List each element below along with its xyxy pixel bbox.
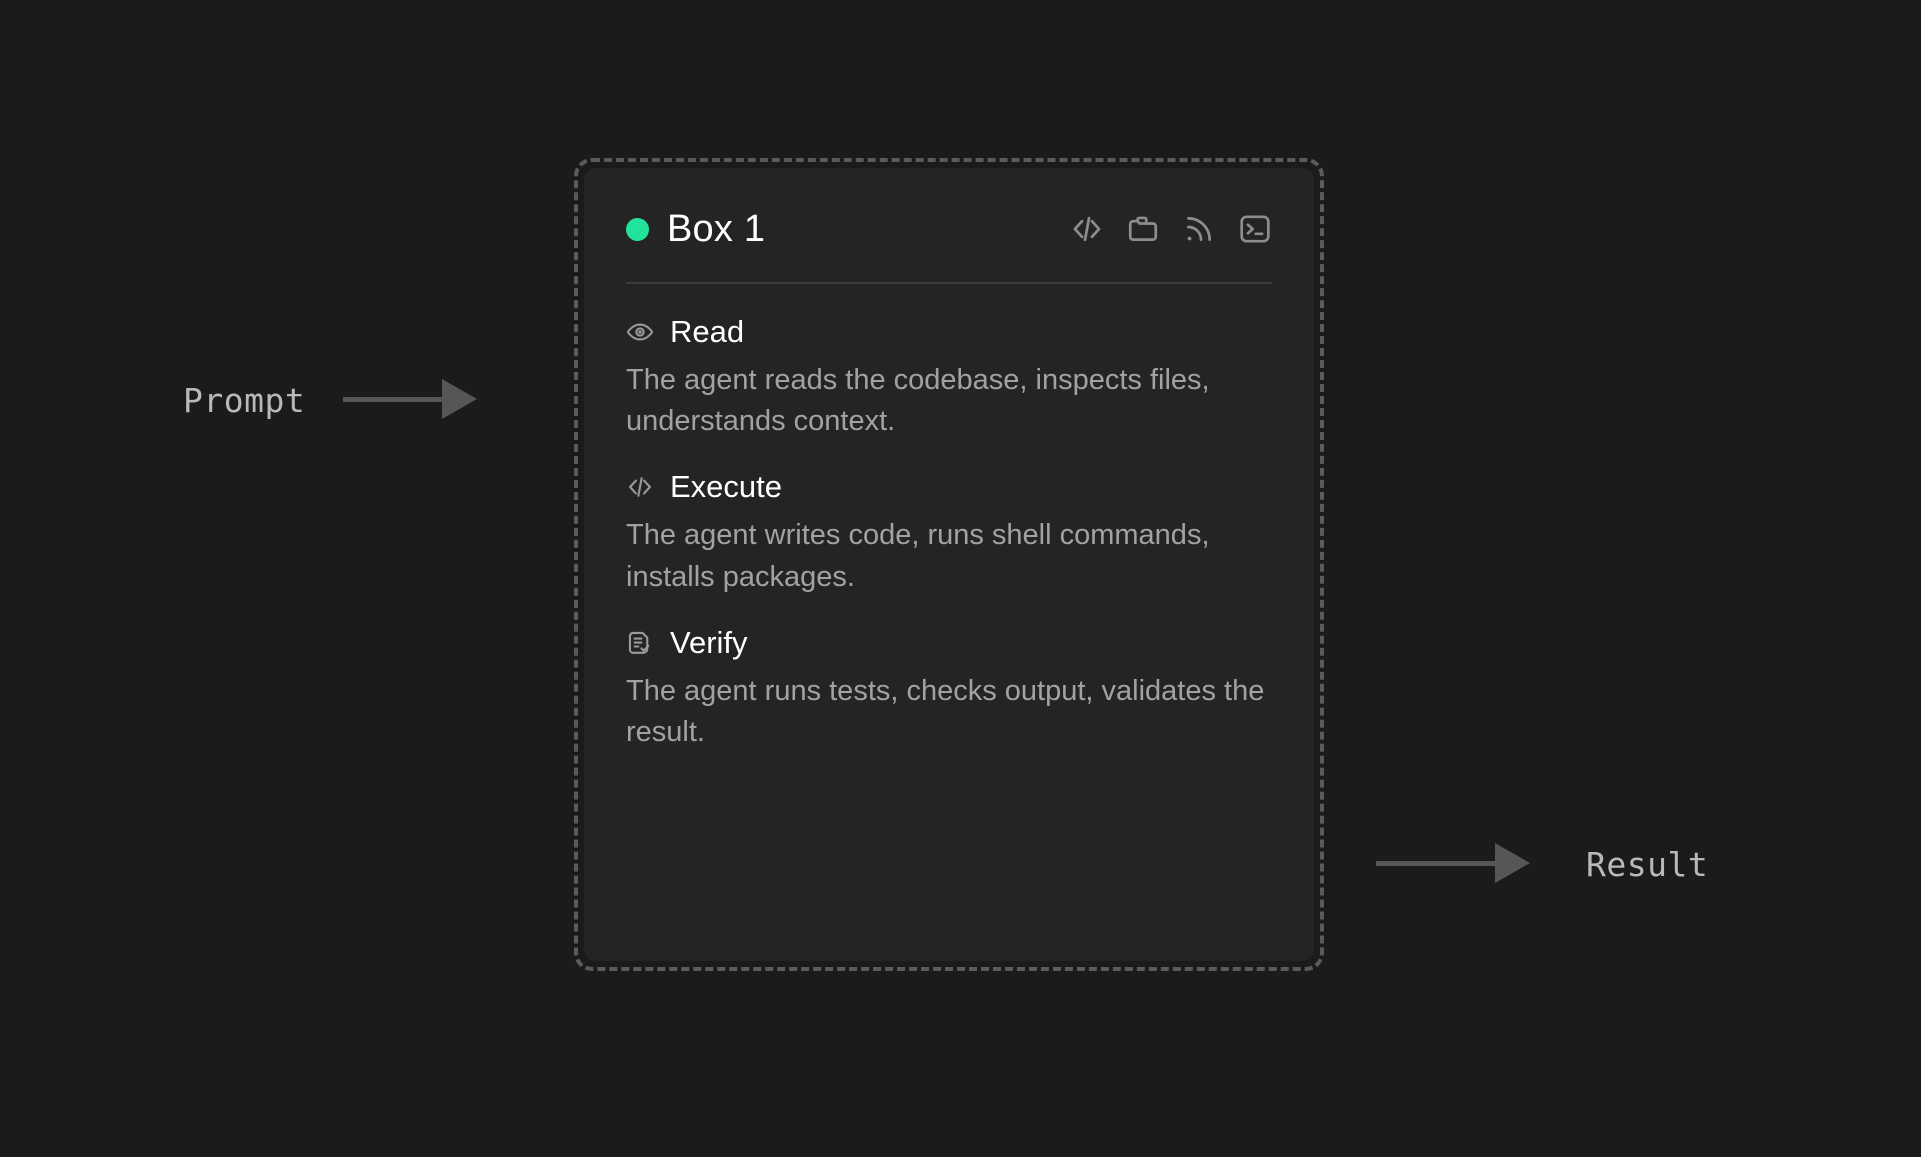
section-execute: Execute The agent writes code, runs shel… — [626, 469, 1272, 597]
terminal-icon[interactable] — [1238, 212, 1272, 246]
agent-panel: Box 1 — [584, 168, 1314, 961]
section-verify: Verify The agent runs tests, checks outp… — [626, 625, 1272, 753]
result-label: Result — [1586, 845, 1709, 884]
arrow-shaft — [343, 396, 443, 402]
agent-box: Box 1 — [574, 158, 1324, 971]
input-arrow — [343, 377, 477, 421]
section-title: Verify — [670, 624, 748, 660]
section-body: The agent reads the codebase, inspects f… — [626, 364, 1210, 438]
section-read: Read The agent reads the codebase, inspe… — [626, 314, 1272, 442]
section-header: Execute — [626, 469, 1272, 505]
section-header: Verify — [626, 625, 1272, 661]
arrow-shaft — [1376, 860, 1496, 866]
folder-icon[interactable] — [1126, 212, 1160, 246]
code-icon[interactable] — [1070, 212, 1104, 246]
section-header: Read — [626, 314, 1272, 350]
signal-icon[interactable] — [1182, 212, 1216, 246]
output-arrow — [1376, 841, 1530, 885]
arrow-head — [442, 379, 477, 419]
panel-header: Box 1 — [626, 202, 1272, 256]
status-dot — [626, 217, 649, 241]
document-check-icon — [626, 629, 654, 657]
arrow-head — [1495, 843, 1530, 883]
section-list: Read The agent reads the codebase, inspe… — [626, 284, 1272, 753]
panel-title: Box 1 — [667, 207, 766, 250]
header-icon-group — [1070, 212, 1272, 246]
section-title: Read — [670, 314, 745, 349]
eye-icon — [626, 318, 654, 346]
section-body: The agent runs tests, checks output, val… — [626, 674, 1265, 748]
code-icon — [626, 473, 654, 501]
section-title: Execute — [670, 469, 783, 505]
section-body: The agent writes code, runs shell comman… — [626, 519, 1210, 593]
panel-divider — [626, 282, 1272, 284]
prompt-label: Prompt — [183, 381, 306, 420]
